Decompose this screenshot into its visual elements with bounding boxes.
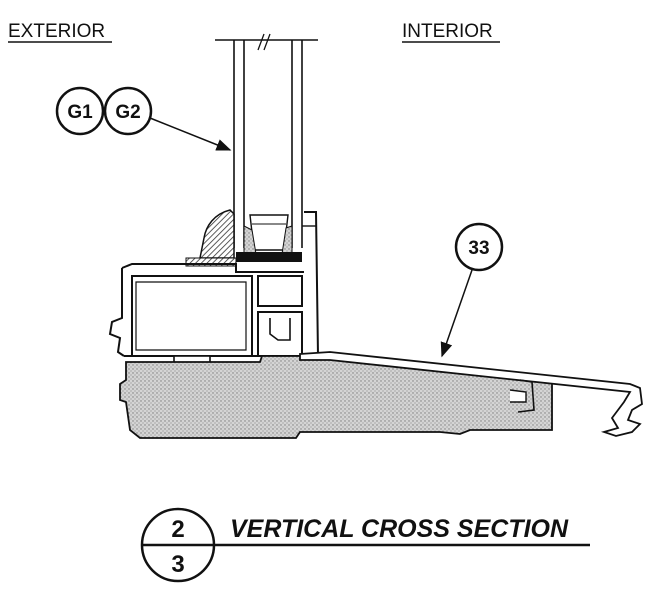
interior-label: INTERIOR [402,21,493,42]
exterior-label: EXTERIOR [8,21,105,42]
callout-g1-bubble [55,86,105,136]
callout-g-leader [149,117,232,151]
setting-block [185,257,237,267]
section-title: VERTICAL CROSS SECTION [230,515,569,543]
section-sheet-number: 3 [171,551,184,578]
callout-33-bubble [454,222,504,272]
callout-g1-label: G1 [67,102,93,123]
callout-33-leader [440,269,473,358]
sill-cover-extrusion [299,351,643,437]
callout-33-label: 33 [468,238,489,259]
callout-g2-bubble [103,86,153,136]
substrate-kerf [509,389,527,403]
sill-cover-return [517,379,535,413]
glazing-spacer [236,214,302,262]
callout-g2-label: G2 [115,102,140,123]
glazing-bead [199,209,235,259]
section-detail-number: 2 [171,516,184,543]
